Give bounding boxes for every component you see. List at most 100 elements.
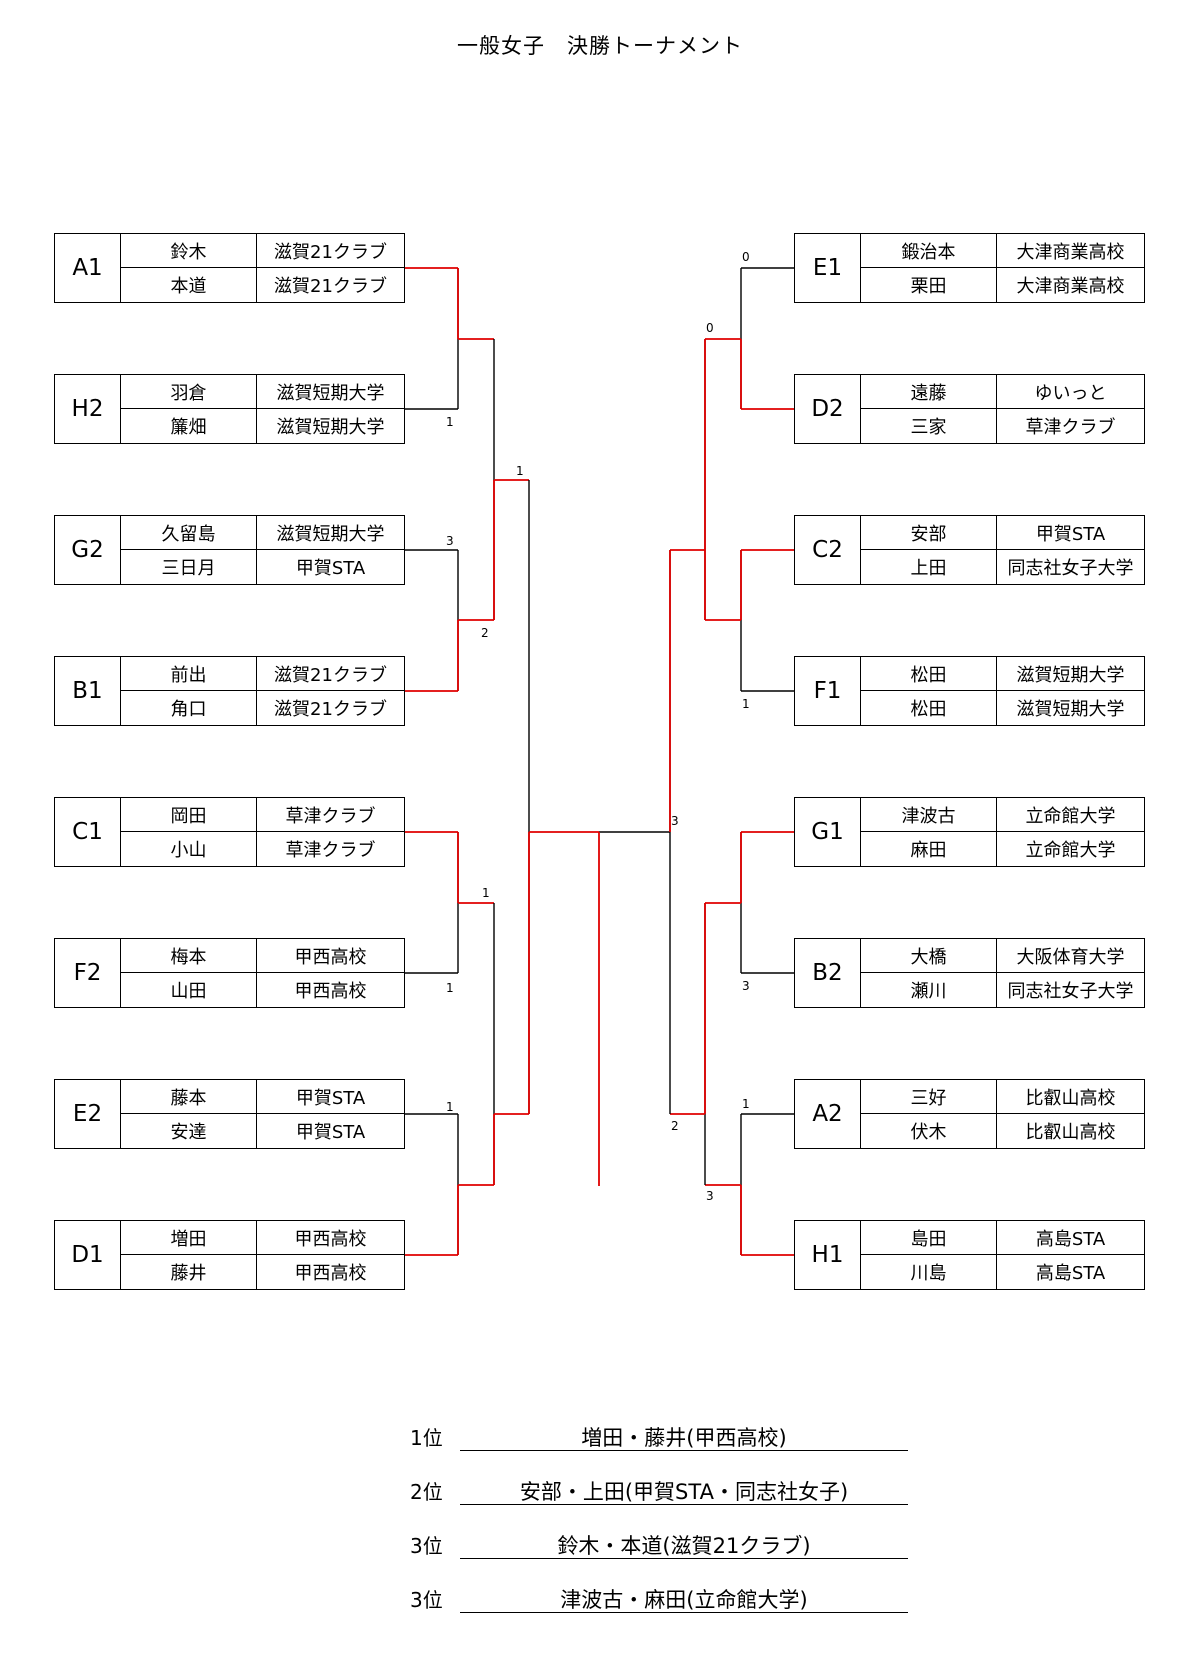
player-name: 川島 [861, 1255, 997, 1289]
club-name: 同志社女子大学 [1007, 558, 1134, 579]
club-name: 大阪体育大学 [1016, 946, 1125, 968]
club-name: 大津商業高校 [1016, 276, 1125, 297]
team-box-b2: B2 大橋大阪体育大学 瀬川同志社女子大学 [794, 938, 1145, 1008]
team-box-h2: H2 羽倉滋賀短期大学 簾畑滋賀短期大学 [54, 374, 405, 444]
team-box-a2: A2 三好比叡山高校 伏木比叡山高校 [794, 1079, 1145, 1149]
result-team: 津波古・麻田(立命館大学) [460, 1584, 908, 1613]
score-label: 1 [742, 697, 750, 711]
player-name: 岡田 [121, 798, 257, 831]
score-label: 3 [706, 1189, 714, 1203]
seed-label: B1 [55, 657, 121, 725]
player-name: 本道 [121, 268, 257, 302]
player-name: 三家 [861, 409, 997, 443]
team-box-h1: H1 島田高島STA 川島高島STA [794, 1220, 1145, 1290]
result-team: 増田・藤井(甲西高校) [460, 1422, 908, 1451]
score-label: 3 [446, 534, 454, 548]
club-name: 滋賀短期大学 [1016, 699, 1125, 720]
page-title: 一般女子 決勝トーナメント [457, 34, 743, 58]
team-box-c2: C2 安部甲賀STA 上田同志社女子大学 [794, 515, 1145, 585]
team-box-b1: B1 前出滋賀21クラブ 角口滋賀21クラブ [54, 656, 405, 726]
result-row: 3位 津波古・麻田(立命館大学) [410, 1584, 910, 1614]
player-name: 角口 [121, 691, 257, 725]
score-label: 1 [482, 886, 490, 900]
team-box-e1: E1 鍛治本大津商業高校 栗田大津商業高校 [794, 233, 1145, 303]
player-name: 三日月 [121, 550, 257, 584]
club-name: 滋賀短期大学 [1016, 664, 1125, 686]
seed-label: H2 [55, 375, 121, 443]
club-name: 立命館大学 [1025, 805, 1116, 827]
team-box-f2: F2 梅本甲西高校 山田甲西高校 [54, 938, 405, 1008]
score-label: 1 [742, 1097, 750, 1111]
player-name: 松田 [861, 657, 997, 690]
club-name: 高島STA [1035, 1228, 1106, 1250]
result-rank: 3位 [410, 1534, 443, 1558]
club-name: 滋賀21クラブ [274, 241, 387, 263]
team-box-c1: C1 岡田草津クラブ 小山草津クラブ [54, 797, 405, 867]
club-name: 草津クラブ [285, 840, 376, 861]
player-name: 上田 [861, 550, 997, 584]
club-name: 滋賀21クラブ [274, 699, 387, 720]
player-name: 梅本 [121, 939, 257, 972]
player-name: 久留島 [121, 516, 257, 549]
club-name: 甲賀STA [295, 1122, 366, 1143]
club-name: 甲西高校 [294, 1263, 367, 1284]
club-name: 大津商業高校 [1016, 241, 1125, 263]
result-rank: 1位 [410, 1426, 443, 1450]
score-label: 2 [671, 1119, 679, 1133]
player-name: 増田 [121, 1221, 257, 1254]
seed-label: C1 [55, 798, 121, 866]
score-label: 0 [706, 321, 714, 335]
player-name: 麻田 [861, 832, 997, 866]
player-name: 安達 [121, 1114, 257, 1148]
seed-label: F1 [795, 657, 861, 725]
club-name: 甲賀STA [295, 558, 366, 579]
seed-label: D2 [795, 375, 861, 443]
result-rank: 3位 [410, 1588, 443, 1612]
team-box-g1: G1 津波古立命館大学 麻田立命館大学 [794, 797, 1145, 867]
club-name: ゆいっと [1034, 382, 1107, 404]
club-name: 甲賀STA [295, 1087, 366, 1109]
result-team: 鈴木・本道(滋賀21クラブ) [460, 1530, 908, 1559]
club-name: 草津クラブ [1025, 417, 1116, 438]
player-name: 前出 [121, 657, 257, 690]
result-team: 安部・上田(甲賀STA・同志社女子) [460, 1476, 908, 1505]
team-box-e2: E2 藤本甲賀STA 安達甲賀STA [54, 1079, 405, 1149]
club-name: 立命館大学 [1025, 840, 1116, 861]
seed-label: C2 [795, 516, 861, 584]
club-name: 甲西高校 [294, 946, 367, 968]
team-box-d2: D2 遠藤 ゆいっと 三家 草津クラブ [794, 374, 1145, 444]
club-name: 甲西高校 [294, 1228, 367, 1250]
club-name: 滋賀短期大学 [276, 417, 385, 438]
team-box-f1: F1 松田滋賀短期大学 松田滋賀短期大学 [794, 656, 1145, 726]
club-name: 滋賀短期大学 [276, 382, 385, 404]
player-name: 伏木 [861, 1114, 997, 1148]
seed-label: B2 [795, 939, 861, 1007]
seed-label: E2 [55, 1080, 121, 1148]
club-name: 草津クラブ [285, 805, 376, 827]
player-name: 大橋 [861, 939, 997, 972]
player-name: 小山 [121, 832, 257, 866]
result-rank: 2位 [410, 1480, 443, 1504]
team-box-g2: G2 久留島滋賀短期大学 三日月甲賀STA [54, 515, 405, 585]
seed-label: H1 [795, 1221, 861, 1289]
club-name: 滋賀21クラブ [274, 276, 387, 297]
score-label: 3 [671, 814, 679, 828]
player-name: 鍛治本 [861, 234, 997, 267]
player-name: 羽倉 [121, 375, 257, 408]
player-name: 遠藤 [861, 375, 997, 408]
club-name: 滋賀短期大学 [276, 523, 385, 545]
seed-label: E1 [795, 234, 861, 302]
score-label: 1 [446, 415, 454, 429]
seed-label: D1 [55, 1221, 121, 1289]
team-box-a1: A1 鈴木滋賀21クラブ 本道滋賀21クラブ [54, 233, 405, 303]
seed-label: G1 [795, 798, 861, 866]
club-name: 甲賀STA [1035, 523, 1106, 545]
player-name: 藤本 [121, 1080, 257, 1113]
club-name: 甲西高校 [294, 981, 367, 1002]
club-name: 高島STA [1035, 1263, 1106, 1284]
result-row: 3位 鈴木・本道(滋賀21クラブ) [410, 1530, 910, 1560]
team-box-d1: D1 増田甲西高校 藤井甲西高校 [54, 1220, 405, 1290]
seed-label: A2 [795, 1080, 861, 1148]
score-label: 0 [742, 250, 750, 264]
